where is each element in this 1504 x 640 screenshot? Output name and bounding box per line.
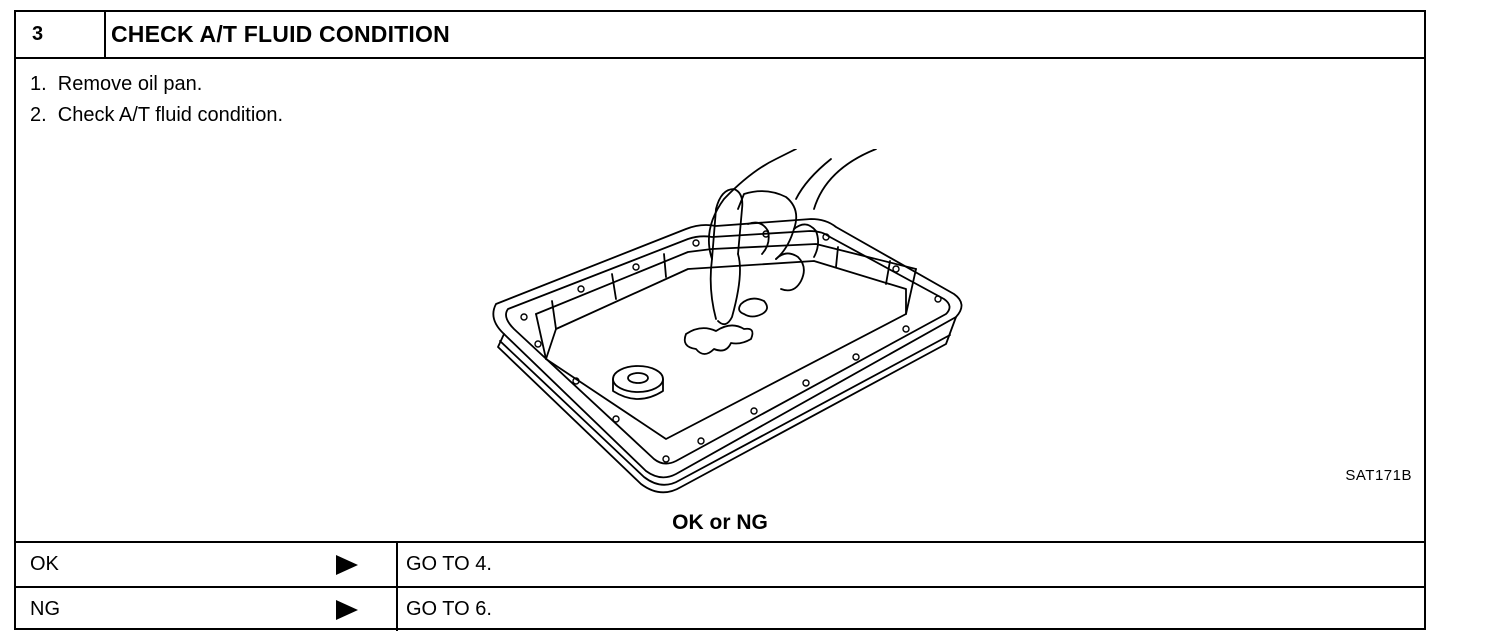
step-title: CHECK A/T FLUID CONDITION xyxy=(111,21,450,47)
instruction-item: 2. Check A/T fluid condition. xyxy=(30,104,284,126)
result-condition: OK xyxy=(30,553,59,575)
oil-pan-illustration xyxy=(492,149,963,494)
result-question: OK or NG xyxy=(672,511,768,534)
play-arrow-icon xyxy=(336,600,358,620)
result-row-ng: NG GO TO 6. xyxy=(16,586,1424,631)
figure-code: SAT171B xyxy=(1345,467,1412,484)
result-action: GO TO 4. xyxy=(406,553,492,575)
result-action: GO TO 6. xyxy=(406,598,492,620)
play-arrow-icon xyxy=(336,555,358,575)
instruction-list: 1. Remove oil pan. 2. Check A/T fluid co… xyxy=(30,69,283,131)
diagnostic-step-table: 3 CHECK A/T FLUID CONDITION 1. Remove oi… xyxy=(14,10,1426,631)
result-condition: NG xyxy=(30,598,60,620)
step-number: 3 xyxy=(16,12,106,57)
instruction-item: 1. Remove oil pan. xyxy=(30,73,203,95)
result-row-ok: OK GO TO 4. xyxy=(16,541,1424,586)
step-header: 3 CHECK A/T FLUID CONDITION xyxy=(16,12,1424,59)
step-body: 1. Remove oil pan. 2. Check A/T fluid co… xyxy=(16,59,1424,539)
column-divider xyxy=(396,543,398,586)
column-divider xyxy=(396,588,398,631)
